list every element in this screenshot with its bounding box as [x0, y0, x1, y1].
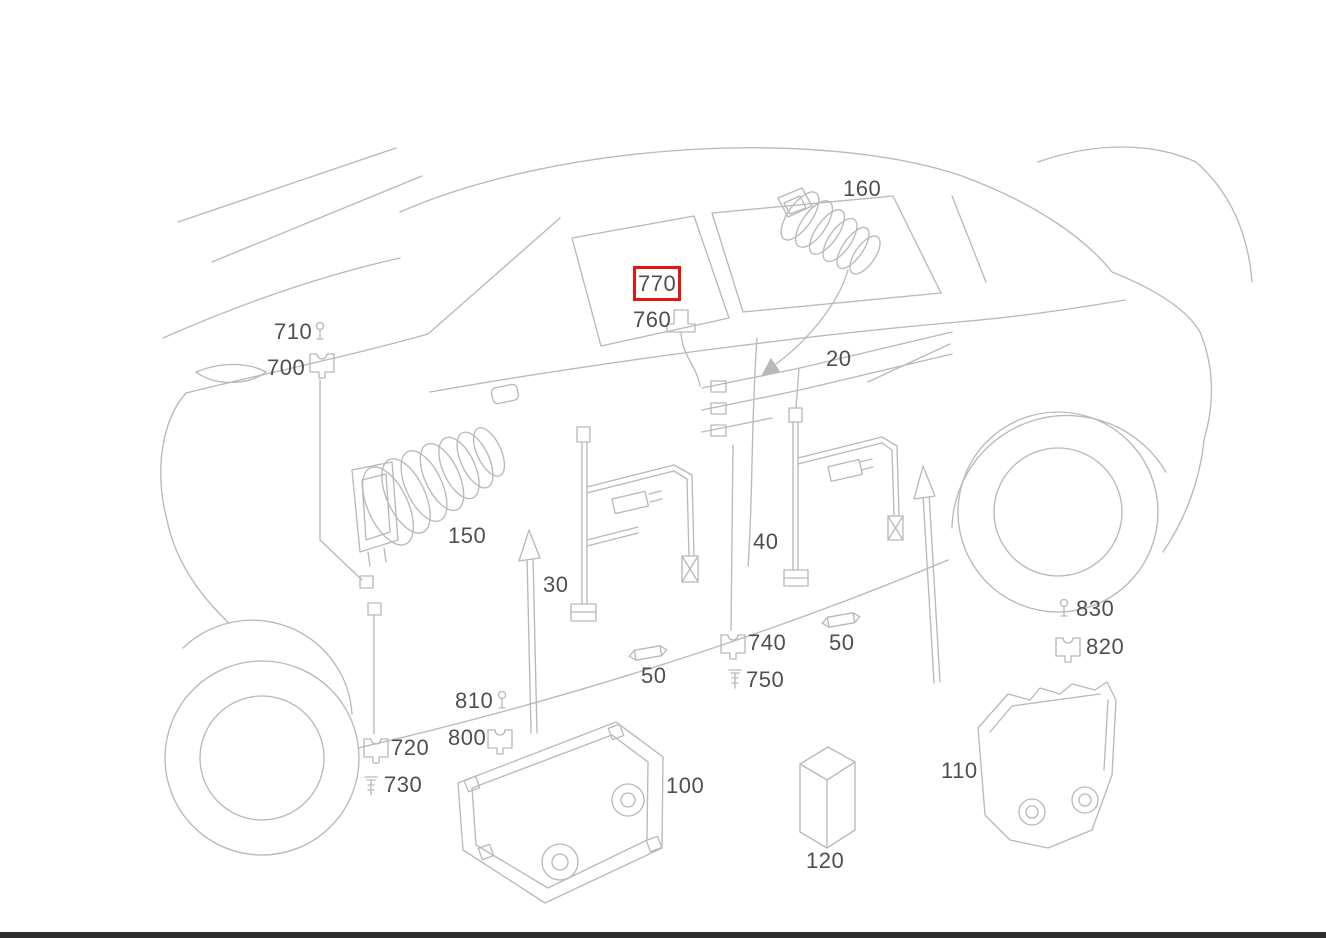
part-label-150[interactable]: 150 [448, 523, 487, 548]
car-body [160, 146, 1253, 856]
part-label-820[interactable]: 820 [1086, 634, 1125, 659]
harness-40 [783, 407, 904, 587]
part-label-830[interactable]: 830 [1076, 596, 1115, 621]
boot-160 [777, 187, 881, 275]
part-label-730[interactable]: 730 [384, 772, 423, 797]
part-label-50-right[interactable]: 50 [829, 630, 855, 655]
part-label-120[interactable]: 120 [806, 848, 845, 873]
part-label-40[interactable]: 40 [753, 529, 779, 554]
part-label-20[interactable]: 20 [826, 346, 852, 371]
bottom-edge-bar [0, 932, 1326, 938]
part-label-160[interactable]: 160 [843, 176, 882, 201]
arrow-up-left [518, 529, 541, 734]
arrow-up-right [913, 465, 941, 684]
part-label-710[interactable]: 710 [274, 319, 313, 344]
box-120 [799, 746, 856, 849]
harness-30 [570, 426, 699, 622]
grommet-760-icon [666, 309, 701, 387]
part-label-720[interactable]: 720 [391, 735, 430, 760]
boot-150 [351, 427, 506, 567]
unit-110 [977, 681, 1117, 849]
part-label-800[interactable]: 800 [448, 725, 487, 750]
harness-20 [701, 331, 953, 631]
part-label-740[interactable]: 740 [748, 630, 787, 655]
part-label-700[interactable]: 700 [267, 355, 306, 380]
part-label-750[interactable]: 750 [746, 667, 785, 692]
unit-100 [457, 721, 664, 904]
part-label-110[interactable]: 110 [941, 758, 978, 783]
part-label-760[interactable]: 760 [633, 307, 672, 332]
part-label-770[interactable]: 770 [632, 265, 682, 302]
part-label-100[interactable]: 100 [666, 773, 705, 798]
leader-700-chain [319, 379, 382, 735]
part-label-810[interactable]: 810 [455, 688, 494, 713]
side-mirror [490, 383, 520, 405]
part-label-50-left[interactable]: 50 [641, 663, 667, 688]
part-label-30[interactable]: 30 [543, 572, 569, 597]
